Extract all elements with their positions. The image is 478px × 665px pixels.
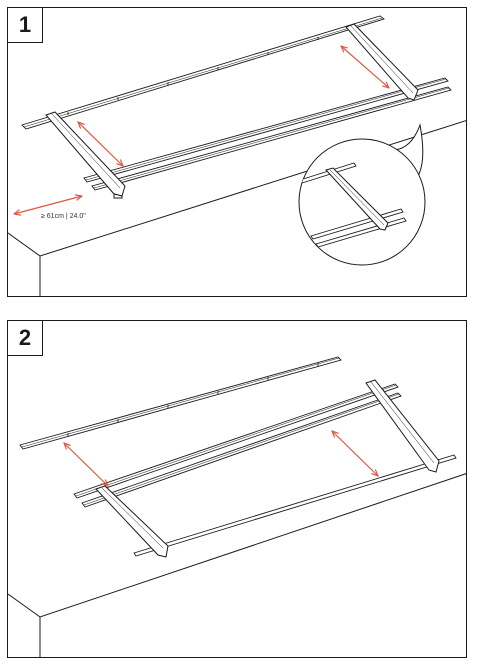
right-support-bar: [345, 23, 419, 101]
back-rail: [21, 15, 385, 130]
front-rails: [83, 77, 452, 191]
right-support-bar: [365, 379, 440, 473]
step-2-illustration: [8, 356, 466, 657]
left-support-bar: [95, 485, 169, 558]
step-1-illustration: ≥ 61cm | 24.0": [8, 15, 466, 296]
edge-distance-arrow: [14, 196, 82, 214]
left-support-bar: [45, 111, 126, 199]
middle-rails: [73, 383, 402, 508]
right-spacing-arrow: [341, 46, 389, 88]
step-2-badge: 2: [8, 321, 43, 356]
step-2-number: 2: [18, 325, 32, 350]
left-spacing-arrow: [64, 443, 108, 486]
right-spacing-arrow: [332, 431, 378, 476]
front-rail: [133, 454, 457, 557]
left-spacing-arrow: [78, 122, 123, 166]
tabletop: [8, 473, 466, 657]
back-rail: [19, 356, 342, 450]
step-1-badge: 1: [8, 8, 43, 43]
step-1-panel: 1: [7, 7, 467, 297]
edge-distance-label: ≥ 61cm | 24.0": [41, 213, 86, 220]
step-1-number: 1: [18, 12, 32, 37]
magnified-detail: [298, 123, 426, 266]
step-2-panel: 2: [7, 320, 467, 658]
